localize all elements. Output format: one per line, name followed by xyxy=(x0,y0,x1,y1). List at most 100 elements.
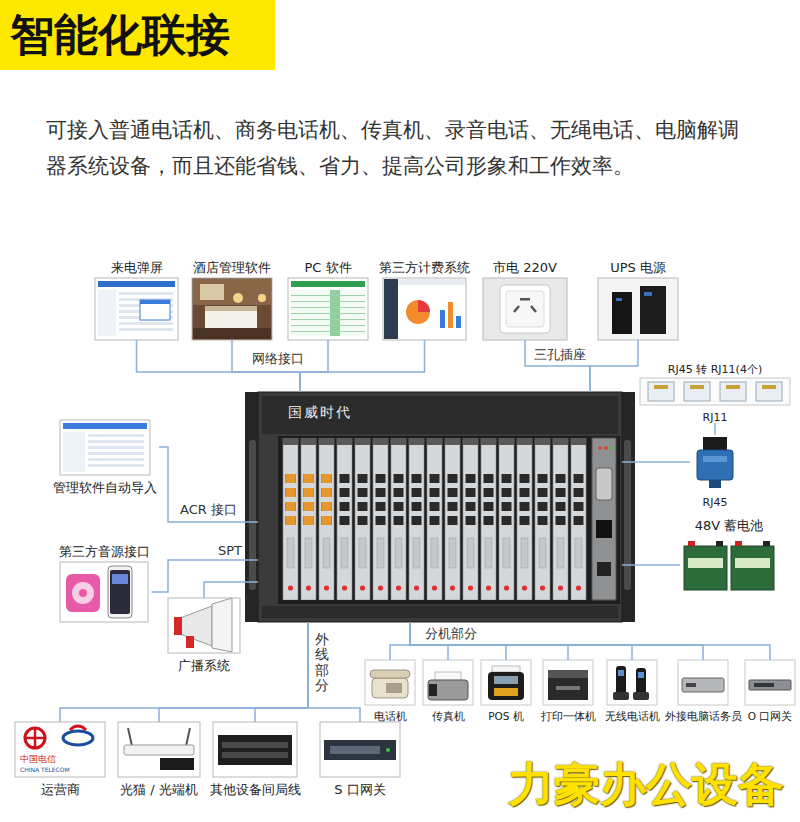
carrier-logos xyxy=(70,726,86,730)
screen-shot xyxy=(95,278,178,340)
cordless-phone xyxy=(636,668,646,694)
patch-panel xyxy=(218,735,292,765)
description-text: 可接入普通电话机、商务电话机、传真机、录音电话、无绳电话、电脑解调器系统设备，而… xyxy=(46,112,751,184)
pbx-chassis xyxy=(596,468,612,500)
node-label: 其他设备间局线 xyxy=(210,781,301,798)
connector-line xyxy=(300,340,425,392)
connector-line xyxy=(622,461,690,463)
printer xyxy=(543,660,593,705)
battery xyxy=(688,541,695,546)
connector-line xyxy=(159,622,308,722)
hotel-photo xyxy=(200,284,224,300)
text-row: 市电 220V xyxy=(483,258,567,275)
power-outlet xyxy=(483,278,567,340)
screen-shot xyxy=(406,300,430,324)
screen-shot xyxy=(98,290,116,336)
rj45-adapter: RJ45 xyxy=(690,435,740,508)
hotel-photo xyxy=(193,328,271,339)
picture-slot xyxy=(603,660,662,705)
node-label: O 口网关 xyxy=(748,709,793,724)
rj11-plugs xyxy=(648,382,674,401)
gateway-box xyxy=(745,660,795,705)
connector-line xyxy=(714,423,716,435)
battery xyxy=(688,558,723,568)
node-label: 打印一体机 xyxy=(541,709,596,724)
network-switch xyxy=(330,746,380,754)
rj11-plugs xyxy=(726,385,740,389)
network-switch xyxy=(320,722,400,777)
o-gateway: O 口网关 xyxy=(745,660,795,723)
ups-unit xyxy=(612,292,632,334)
picture-slot xyxy=(377,278,472,340)
bus-label: 网络接口 xyxy=(252,351,304,367)
pbx-chassis xyxy=(598,446,602,450)
ups-unit xyxy=(644,292,652,296)
printer xyxy=(548,670,588,678)
trunk-equipment: 其他设备间局线 xyxy=(208,722,303,797)
optical-modem: 光猫 / 光端机 xyxy=(118,722,200,797)
picture-slot xyxy=(15,722,105,777)
console-box xyxy=(678,660,728,705)
battery xyxy=(735,558,770,568)
connector-line xyxy=(300,340,328,392)
battery xyxy=(684,541,774,590)
power-outlet xyxy=(531,306,536,312)
ups-unit xyxy=(640,286,666,334)
picture-slot xyxy=(51,420,159,475)
music-player xyxy=(112,574,128,584)
patch-panel xyxy=(213,722,297,777)
screen-shot xyxy=(384,279,398,339)
node-label: 48V 蓄电池 xyxy=(695,517,764,534)
megaphone xyxy=(186,636,194,648)
screen-shot xyxy=(95,278,178,340)
screen-shot xyxy=(88,452,144,455)
picture-slot xyxy=(690,435,740,490)
printer xyxy=(556,686,580,690)
pbx-chassis xyxy=(596,520,612,538)
node-label: 来电弹屏 xyxy=(111,259,163,276)
carrier-logos xyxy=(15,722,105,777)
megaphone xyxy=(174,617,182,635)
connector-line xyxy=(255,622,308,722)
text-row: 第三方计费系统 xyxy=(377,258,472,275)
text-row: POS 机 xyxy=(481,708,531,723)
hotel-photo xyxy=(205,306,257,311)
text-row: 光猫 / 光端机 xyxy=(118,780,200,797)
screen-shot xyxy=(88,434,144,437)
gateway-box xyxy=(749,680,791,690)
connector-line xyxy=(60,622,308,722)
picture-slot xyxy=(663,660,744,705)
screen-shot xyxy=(60,420,150,475)
node-label: PC 软件 xyxy=(304,259,351,276)
connector-line xyxy=(410,622,703,660)
desk-phone xyxy=(365,660,415,705)
text-row: 管理软件自动导入 xyxy=(51,478,159,495)
gateway-box xyxy=(754,683,774,687)
patch-panel xyxy=(213,722,297,777)
rj11-plugs xyxy=(720,382,746,401)
screen-shot xyxy=(291,319,365,320)
port-label: SPT xyxy=(218,543,242,559)
screen-shot xyxy=(140,300,170,320)
screen-shot xyxy=(88,464,144,467)
optical-modem xyxy=(160,758,194,770)
picture-slot xyxy=(288,278,368,340)
screen-shot xyxy=(418,300,430,312)
cordless-phone xyxy=(618,670,624,676)
ups-power: UPS 电源 xyxy=(598,258,678,340)
text-row: 48V 蓄电池 xyxy=(680,516,778,533)
text-row: 其他设备间局线 xyxy=(208,780,303,797)
text-row: S 口网关 xyxy=(320,780,400,797)
s-gateway: S 口网关 xyxy=(320,722,400,797)
text-row: 广播系统 xyxy=(168,656,240,673)
picture-slot xyxy=(95,278,178,340)
screen-shot xyxy=(119,292,173,295)
music-player xyxy=(79,589,87,597)
pbx-chassis xyxy=(245,392,635,622)
port-label: ACR 接口 xyxy=(180,502,237,518)
gateway-box xyxy=(745,660,795,705)
carrier: 运营商 xyxy=(15,722,105,797)
power-outlet xyxy=(520,298,530,301)
node-label: UPS 电源 xyxy=(610,259,666,276)
